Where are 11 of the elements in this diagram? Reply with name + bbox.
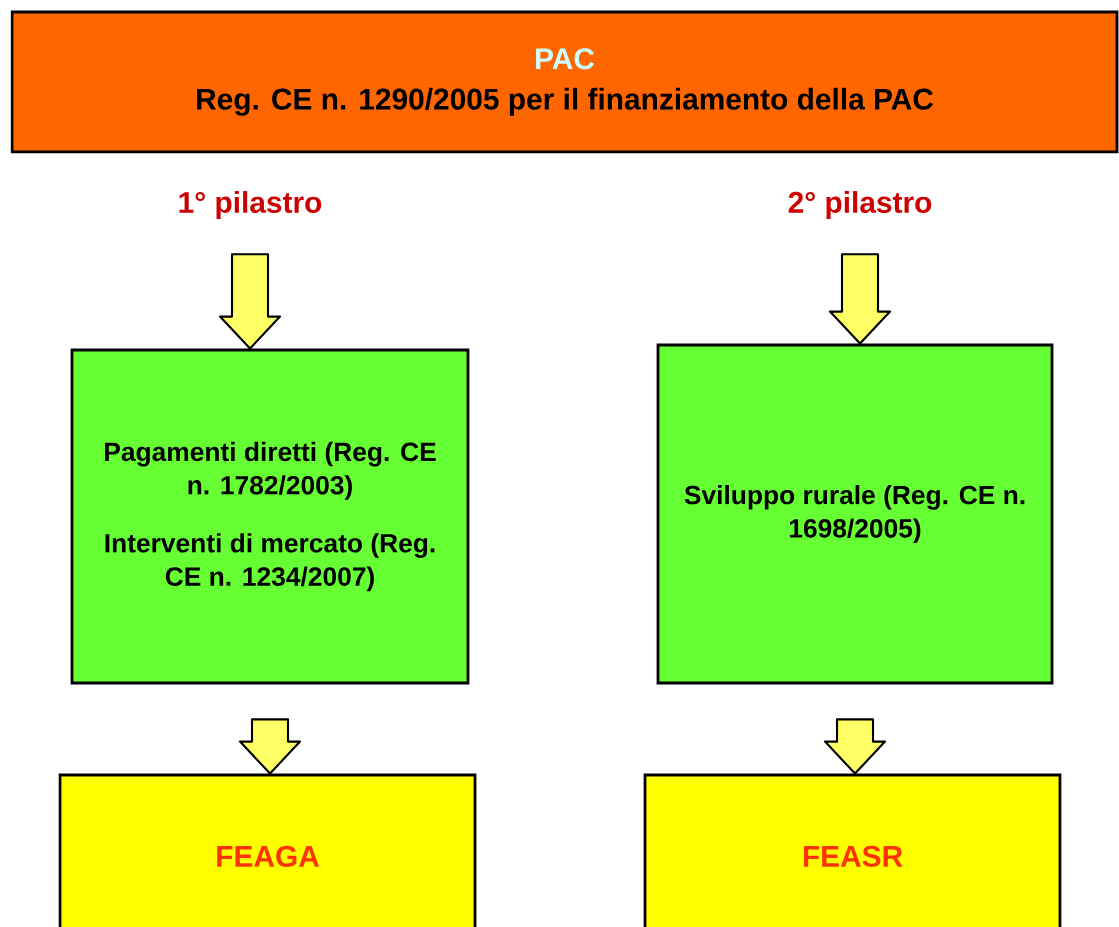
fund-box: FEASR <box>643 773 1062 927</box>
fund-box: FEAGA <box>58 773 477 927</box>
header-box: PAC Reg. CE n. 1290/2005 per il finanziamento della PAC <box>10 10 1119 154</box>
pillar-label: 1° pilastro <box>179 191 322 219</box>
arrow <box>218 253 282 350</box>
arrow <box>828 253 892 345</box>
regulation-box: Sviluppo rurale (Reg. CE n. 1698/2005) <box>656 343 1054 685</box>
arrow <box>823 718 887 775</box>
pillar-label: 2° pilastro <box>788 191 932 219</box>
arrow <box>238 718 302 775</box>
regulation-box: Pagamenti diretti (Reg. CE n. 1782/2003) Interventi di mercato (Reg. CE n. 1234/2007) <box>70 348 470 685</box>
